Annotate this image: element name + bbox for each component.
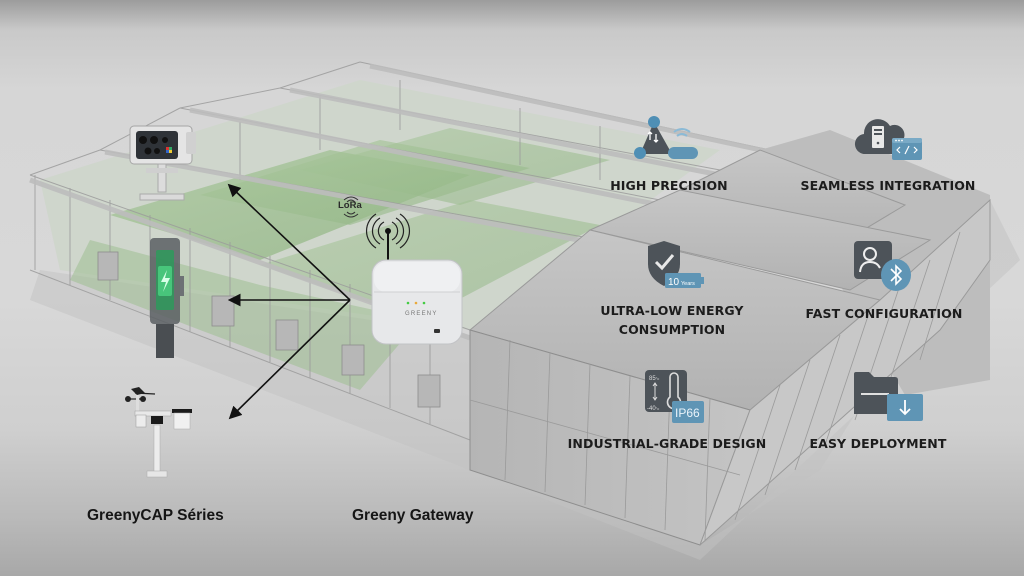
temp-high-label: 85°c: [649, 376, 659, 382]
feature-label-line-1: ULTRA-LOW ENERGY: [600, 303, 744, 318]
folder-download-icon: [854, 372, 923, 421]
shield-check-battery-icon: 10 Years: [648, 241, 704, 288]
gateway-device: [371, 259, 463, 345]
arrow-to-weather-station: [228, 299, 351, 420]
gateway-brand: GREENY: [405, 311, 438, 317]
feature-label-high-precision: HIGH PRECISION: [610, 178, 728, 193]
sensor-series-caption: GreenyCAP Séries: [87, 507, 224, 524]
feature-label-seamless-integration: SEAMLESS INTEGRATION: [800, 178, 976, 193]
gateway-caption: Greeny Gateway: [352, 507, 474, 524]
thermometer-ip66-icon: 85°c -40°c IP66: [645, 370, 704, 423]
lora-label: LoRa: [338, 200, 362, 211]
precision-network-icon: [634, 116, 698, 159]
camera-sensor-icon: [129, 125, 196, 201]
battery-badge-unit: Years: [681, 281, 695, 287]
weather-station-icon: [125, 387, 192, 478]
feature-label-industrial-grade: INDUSTRIAL-GRADE DESIGN: [567, 436, 767, 451]
feature-label-line-2: CONSUMPTION: [618, 322, 726, 337]
cloud-code-icon: [854, 119, 922, 160]
battery-badge-number: 10: [668, 277, 680, 288]
feature-label-easy-deployment: EASY DEPLOYMENT: [809, 436, 947, 451]
battery-sensor-icon: [150, 238, 184, 358]
user-bluetooth-icon: [854, 241, 911, 291]
feature-label-fast-configuration: FAST CONFIGURATION: [805, 306, 963, 321]
lora-wave-icon: [343, 196, 359, 218]
ip66-badge: IP66: [675, 406, 700, 420]
feature-label-ultra-low-energy: ULTRA-LOW ENERGY CONSUMPTION: [574, 301, 770, 339]
arrow-to-camera-sensor: [227, 183, 351, 301]
temp-low-label: -40°c: [647, 406, 659, 412]
